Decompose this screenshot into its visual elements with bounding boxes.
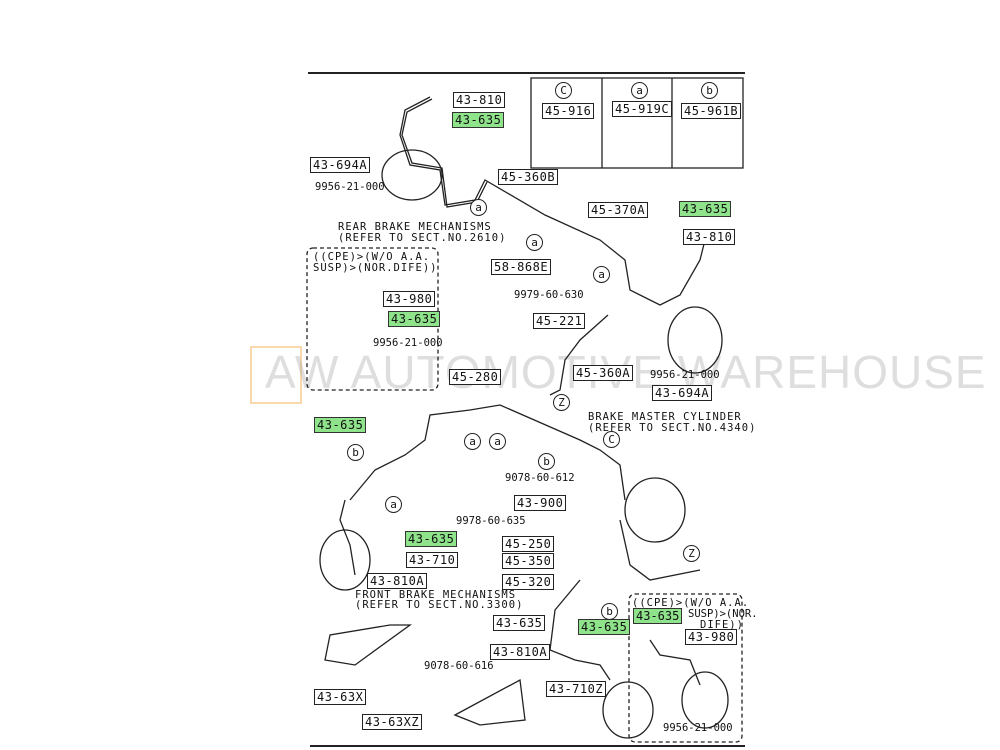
rear-brake-assembly (381, 149, 443, 201)
part-label[interactable]: 45-916 (542, 103, 595, 119)
inset-box (530, 77, 744, 169)
part-label[interactable]: 43-900 (514, 495, 567, 511)
variant-box-front (628, 593, 743, 743)
part-label[interactable]: 45-370A (588, 202, 649, 218)
front-brake-assembly (319, 529, 371, 591)
note-rear-brake-ref: (REFER TO SECT.NO.2610) (338, 232, 507, 244)
part-label[interactable]: 43-710Z (546, 681, 607, 697)
part-label-highlighted[interactable]: 43-635 (314, 417, 367, 433)
part-number[interactable]: 9979-60-630 (514, 289, 584, 301)
marker-a: a (593, 266, 610, 283)
marker-a: a (385, 496, 402, 513)
marker-a: a (489, 433, 506, 450)
part-number[interactable]: 9956-21-000 (663, 722, 733, 734)
marker-b: b (701, 82, 718, 99)
marker-c: C (555, 82, 572, 99)
marker-c: C (603, 431, 620, 448)
part-label[interactable]: 45-360A (573, 365, 634, 381)
marker-b: b (538, 453, 555, 470)
watermark-logo-box (250, 346, 302, 404)
part-label-highlighted[interactable]: 43-635 (633, 608, 683, 624)
part-label[interactable]: 43-694A (652, 385, 713, 401)
note-variant: ((CPE)>(W/O A.A. (313, 251, 431, 263)
part-label-highlighted[interactable]: 43-635 (405, 531, 458, 547)
part-label[interactable]: 45-320 (502, 574, 555, 590)
part-label-highlighted[interactable]: 43-635 (578, 619, 631, 635)
note-variant: ((CPE)>(W/O A.A. (632, 597, 750, 609)
part-label-highlighted[interactable]: 43-635 (452, 112, 505, 128)
brake-hose (339, 499, 356, 576)
part-label-highlighted[interactable]: 43-635 (679, 201, 732, 217)
brake-pipe (619, 519, 701, 581)
marker-z: Z (553, 394, 570, 411)
part-label[interactable]: 43-810A (367, 573, 428, 589)
part-number[interactable]: 9956-21-000 (373, 337, 443, 349)
marker-b: b (347, 444, 364, 461)
rear-brake-assembly (667, 306, 723, 374)
front-brake-assembly (681, 671, 729, 729)
part-number[interactable]: 9956-21-000 (650, 369, 720, 381)
brake-booster (624, 477, 686, 543)
front-brake-assembly (602, 681, 654, 739)
note-master-cylinder-ref: (REFER TO SECT.NO.4340) (588, 422, 757, 434)
cover-part (324, 624, 412, 666)
brake-hose (649, 639, 701, 686)
part-label[interactable]: 43-980 (383, 291, 436, 307)
note-variant: SUSP)>(NOR. (688, 608, 758, 620)
part-number[interactable]: 9978-60-635 (456, 515, 526, 527)
marker-a: a (470, 199, 487, 216)
note-front-brake-ref: (REFER TO SECT.NO.3300) (355, 599, 524, 611)
marker-a: a (526, 234, 543, 251)
part-label[interactable]: 45-221 (533, 313, 586, 329)
part-label[interactable]: 45-350 (502, 553, 555, 569)
note-master-cylinder: BRAKE MASTER CYLINDER (588, 411, 742, 423)
note-rear-brake: REAR BRAKE MECHANISMS (338, 221, 492, 233)
marker-b: b (601, 603, 618, 620)
part-label[interactable]: 45-961B (681, 103, 742, 119)
cover-part (453, 678, 526, 726)
part-label-highlighted[interactable]: 43-635 (388, 311, 441, 327)
brake-pipe (549, 314, 609, 396)
part-label[interactable]: 43-694A (310, 157, 371, 173)
part-label[interactable]: 43-63XZ (362, 714, 423, 730)
note-variant: DIFE)) (700, 619, 744, 631)
note-variant: SUSP)>(NOR.DIFE)) (313, 262, 438, 274)
marker-z: Z (683, 545, 700, 562)
note-front-brake: FRONT BRAKE MECHANISMS (355, 589, 517, 601)
part-label[interactable]: 45-250 (502, 536, 555, 552)
part-label[interactable]: 43-810 (453, 92, 506, 108)
part-label[interactable]: 45-360B (498, 169, 559, 185)
brake-pipe (549, 579, 611, 681)
part-label[interactable]: 43-980 (685, 629, 738, 645)
part-label[interactable]: 45-919C (612, 101, 673, 117)
part-label[interactable]: 43-810A (490, 644, 551, 660)
marker-a: a (464, 433, 481, 450)
variant-box-rear (306, 247, 439, 391)
part-label[interactable]: 58-868E (491, 259, 552, 275)
marker-a: a (631, 82, 648, 99)
part-label[interactable]: 43-635 (493, 615, 546, 631)
part-number[interactable]: 9956-21-000 (315, 181, 385, 193)
part-label[interactable]: 45-280 (449, 369, 502, 385)
part-label[interactable]: 43-710 (406, 552, 459, 568)
part-label[interactable]: 43-810 (683, 229, 736, 245)
part-label[interactable]: 43-63X (314, 689, 367, 705)
front-brake-pipe (349, 404, 626, 501)
part-number[interactable]: 9078-60-612 (505, 472, 575, 484)
part-number[interactable]: 9078-60-616 (424, 660, 494, 672)
